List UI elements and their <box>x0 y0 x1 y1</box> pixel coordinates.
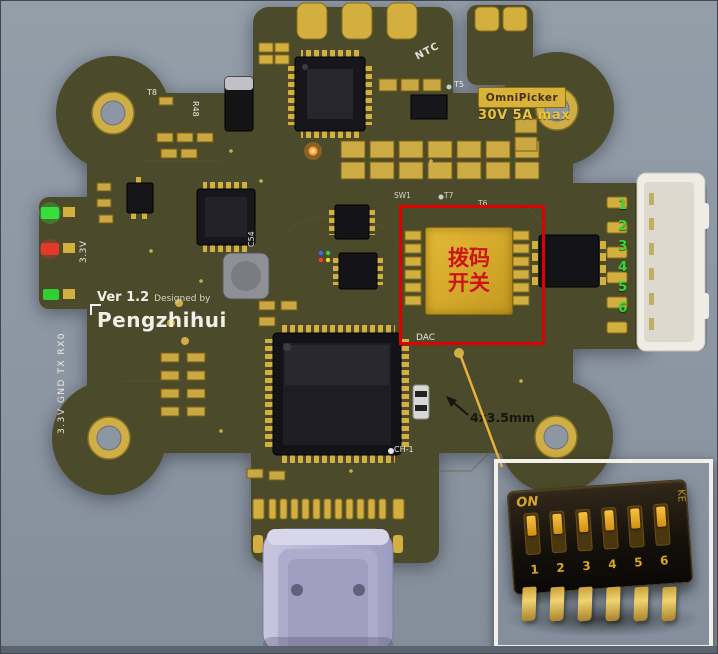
dip-number: 6 <box>659 553 669 568</box>
silkscreen-uart-pins: 3.3V GND TX RX0 <box>57 332 67 434</box>
dip-number: 4 <box>607 556 618 572</box>
dip-pin <box>661 586 677 622</box>
dip-switch-photo-inset: ON KE 1 2 3 4 5 6 <box>494 459 713 649</box>
connector-pin-numbers: 1 2 3 4 5 6 <box>618 197 627 321</box>
power-rating-label: 30V 5A max <box>478 108 571 123</box>
status-led-orange <box>304 142 322 160</box>
sot-transistor <box>126 177 154 219</box>
pin-number: 3 <box>618 238 628 255</box>
dip-number: 1 <box>529 562 540 577</box>
dip-slider <box>652 503 671 547</box>
silkscreen-t7: T7 <box>444 191 454 200</box>
usb-c-connector <box>253 528 403 653</box>
dip-on-label: ON <box>515 494 539 511</box>
dip-slider <box>626 505 645 548</box>
dip-switch-component: 拨码 开关 <box>425 227 513 315</box>
dip-slider <box>549 510 567 554</box>
capacitor-bank <box>340 140 540 180</box>
passive-components <box>96 78 538 481</box>
pin-number: 5 <box>618 279 628 296</box>
mount-hole-spec-note: 4x3.5mm <box>470 410 535 425</box>
dip-pin <box>605 586 621 622</box>
dip-slider-knob <box>630 508 641 529</box>
dip-slider <box>600 506 619 550</box>
omnipicker-badge: OmniPicker <box>478 87 566 108</box>
left-ic-chip <box>196 182 256 252</box>
dip-switch-numbers: 1 2 3 4 5 6 <box>527 553 673 577</box>
designer-name: Pengzhihui <box>90 304 227 332</box>
electrolytic-capacitor <box>224 76 254 132</box>
white-component <box>412 384 430 420</box>
test-pads <box>149 84 523 473</box>
dip-slider-knob <box>604 510 615 531</box>
dip-slider-knob <box>578 511 589 533</box>
dip-switch-body: ON KE 1 2 3 4 5 6 <box>506 478 694 596</box>
dip-number: 2 <box>555 560 566 576</box>
dip-slider <box>575 508 593 552</box>
annotation-highlight-box <box>399 205 545 345</box>
main-mcu-chip <box>265 325 409 463</box>
dip-slider-knob <box>526 515 537 537</box>
silkscreen-t5: T5 <box>454 80 464 89</box>
dip-annotation-line2: 开关 <box>448 271 490 295</box>
pin-number: 1 <box>618 197 628 213</box>
dip-pin <box>549 586 565 622</box>
silkscreen-sw1: SW1 <box>394 191 411 200</box>
dip-pin <box>633 586 649 622</box>
silkscreen-ch1: CH-1 <box>394 445 414 454</box>
version-silkscreen-block: Ver 1.2 Designed by Pengzhihui <box>90 290 227 332</box>
jst-connector <box>635 172 709 352</box>
dip-annotation-line1: 拨码 <box>448 245 490 270</box>
designed-by-label: Designed by <box>154 294 211 304</box>
power-inductor <box>222 252 270 300</box>
small-ic-chips <box>329 204 383 290</box>
rgb-indicator-dots <box>318 250 331 263</box>
dip-pin <box>521 586 537 622</box>
dip-switch-pads <box>404 230 530 306</box>
silkscreen-dac: DAC <box>416 333 436 343</box>
top-ic-chip <box>288 50 372 138</box>
left-tab-leds <box>39 202 75 300</box>
silkscreen-t8: T8 <box>147 88 157 97</box>
version-label: Ver 1.2 <box>97 290 150 305</box>
pin-number: 2 <box>618 217 628 234</box>
dip-pin <box>577 586 593 622</box>
pin-number: 4 <box>618 258 628 275</box>
dip-slider-knob <box>656 506 667 527</box>
mounting-holes <box>87 87 579 460</box>
dip-slider <box>523 512 542 556</box>
silkscreen-t6: T6 <box>478 199 488 208</box>
pin-number: 6 <box>618 299 628 316</box>
dip-number: 5 <box>633 555 644 570</box>
dip-number: 3 <box>581 558 592 574</box>
bottom-gold-fingers <box>252 498 405 520</box>
top-gold-pads <box>258 2 528 65</box>
silkscreen-3v3: 3.3V <box>79 240 89 263</box>
dip-side-label: KE <box>674 488 687 503</box>
silkscreen-c54: C54 <box>247 231 256 247</box>
viewport-bottom-bar <box>1 646 717 653</box>
right-ic-chip <box>532 234 606 288</box>
corner-bracket <box>90 304 101 315</box>
dip-switch-sliders <box>523 503 671 556</box>
silkscreen-r48: R48 <box>191 101 200 117</box>
right-connector-pads <box>606 196 628 334</box>
designer-name-text: Pengzhihui <box>97 308 227 332</box>
dip-slider-knob <box>552 513 563 535</box>
